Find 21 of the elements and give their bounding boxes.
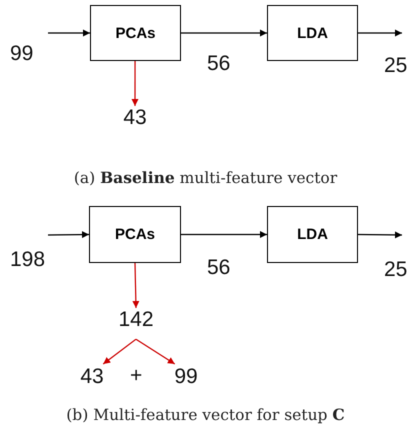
value-text: 142 — [113, 308, 159, 332]
process-box: PCAs — [89, 206, 181, 263]
arrow — [136, 338, 176, 364]
process-box: LDA — [267, 5, 358, 61]
figure-caption: (b) Multi-feature vector for setup C — [66, 405, 345, 424]
value-text: 99 — [170, 364, 202, 389]
arrow — [48, 30, 90, 36]
arrow — [132, 61, 138, 106]
value-text: 43 — [76, 364, 108, 389]
process-box: LDA — [267, 206, 358, 263]
arrow — [102, 338, 136, 364]
arrow — [181, 231, 267, 238]
process-box: PCAs — [90, 5, 181, 61]
figure-caption: (a) Baseline multi-feature vector — [74, 168, 338, 187]
plus-sign: + — [130, 364, 142, 388]
arrow — [48, 231, 89, 238]
arrow — [132, 262, 140, 308]
arrow — [181, 30, 267, 36]
value-text: 43 — [118, 106, 152, 130]
arrow — [358, 231, 402, 238]
arrow — [358, 30, 402, 36]
